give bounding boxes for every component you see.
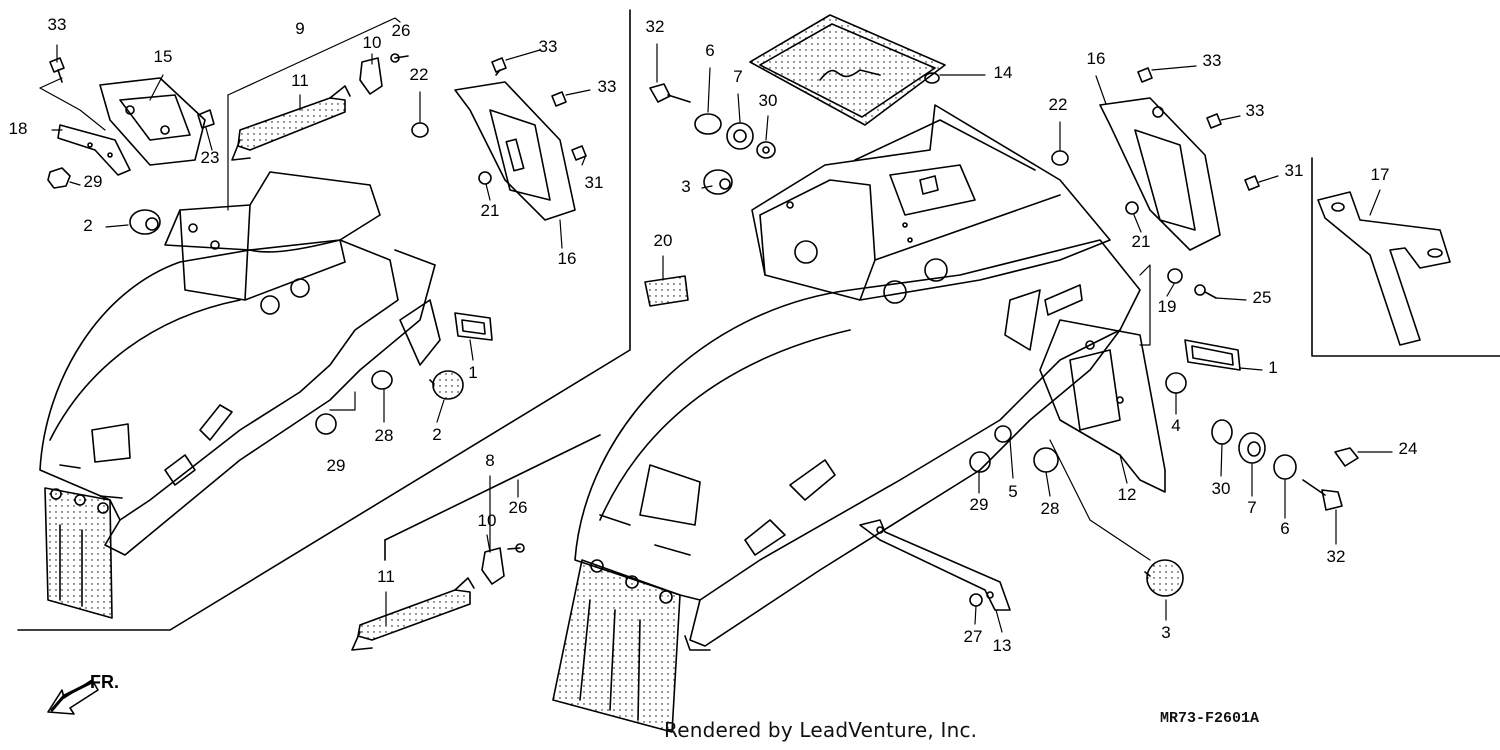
callout-c18: 18 [9, 119, 28, 138]
callout-c26b: 26 [509, 498, 528, 517]
callout-c25: 25 [1253, 288, 1272, 307]
right-small-parts [644, 14, 1451, 611]
callout-c4: 4 [1171, 416, 1180, 435]
callout-c31a: 31 [585, 173, 604, 192]
callout-c9: 9 [295, 19, 304, 38]
callout-c6b: 6 [1280, 519, 1289, 538]
strap-group [351, 434, 601, 651]
callout-c29b: 29 [327, 456, 346, 475]
front-direction-arrow: FR. [47, 672, 119, 715]
callout-c33a: 33 [48, 15, 67, 34]
callout-c10a: 10 [363, 33, 382, 52]
callout-c22b: 22 [1049, 95, 1068, 114]
callout-c8: 8 [485, 451, 494, 470]
callout-c32a: 32 [646, 17, 665, 36]
callout-c7b: 7 [1247, 498, 1256, 517]
right-rear-fender [552, 104, 1141, 733]
callout-c11a: 11 [291, 71, 309, 90]
leader-lines [39, 17, 1393, 633]
callout-c28a: 28 [375, 426, 394, 445]
left-small-parts [47, 53, 587, 435]
callout-c2a: 2 [83, 216, 92, 235]
callout-c33e: 33 [1246, 101, 1265, 120]
callout-c27: 27 [964, 627, 983, 646]
section-dividers [17, 9, 1500, 631]
callout-c24: 24 [1399, 439, 1418, 458]
callout-c3b: 3 [1161, 623, 1170, 642]
callout-c22a: 22 [410, 65, 429, 84]
callout-c17: 17 [1371, 165, 1390, 184]
callout-c20: 20 [654, 231, 673, 250]
callout-c29a: 29 [84, 172, 103, 191]
callout-c31b: 31 [1285, 161, 1304, 180]
render-credit: Rendered by LeadVenture, Inc. [664, 718, 978, 742]
callout-c26a: 26 [392, 21, 411, 40]
callout-c2b: 2 [432, 425, 441, 444]
callout-c14: 14 [994, 63, 1013, 82]
callout-c32b: 32 [1327, 547, 1346, 566]
callout-c30a: 30 [759, 91, 778, 110]
callout-c21a: 21 [481, 201, 500, 220]
callout-c28b: 28 [1041, 499, 1060, 518]
callout-c30b: 30 [1212, 479, 1231, 498]
callout-c11b: 11 [377, 567, 395, 586]
callout-c23: 23 [201, 148, 220, 167]
callout-c5: 5 [1008, 482, 1017, 501]
callout-c3a: 3 [681, 177, 690, 196]
drawing-code: MR73-F2601A [1160, 710, 1260, 727]
direction-label: FR. [90, 672, 119, 692]
license-bracket [1039, 319, 1166, 493]
callout-c16b: 16 [1087, 49, 1106, 68]
callout-c7a: 7 [733, 67, 742, 86]
callout-c19: 19 [1158, 297, 1177, 316]
callout-c6a: 6 [705, 41, 714, 60]
callout-c1a: 1 [468, 363, 477, 382]
callout-c15: 15 [154, 47, 173, 66]
callout-c33d: 33 [1203, 51, 1222, 70]
callout-c10b: 10 [478, 511, 497, 530]
left-rear-fender [39, 171, 441, 619]
callout-c33b: 33 [539, 37, 558, 56]
callout-c29c: 29 [970, 495, 989, 514]
callout-c33c: 33 [598, 77, 617, 96]
callout-c13: 13 [993, 636, 1012, 655]
callout-c12: 12 [1118, 485, 1137, 504]
callout-c1b: 1 [1268, 358, 1277, 377]
callout-c16a: 16 [558, 249, 577, 268]
callout-c21b: 21 [1132, 232, 1151, 251]
